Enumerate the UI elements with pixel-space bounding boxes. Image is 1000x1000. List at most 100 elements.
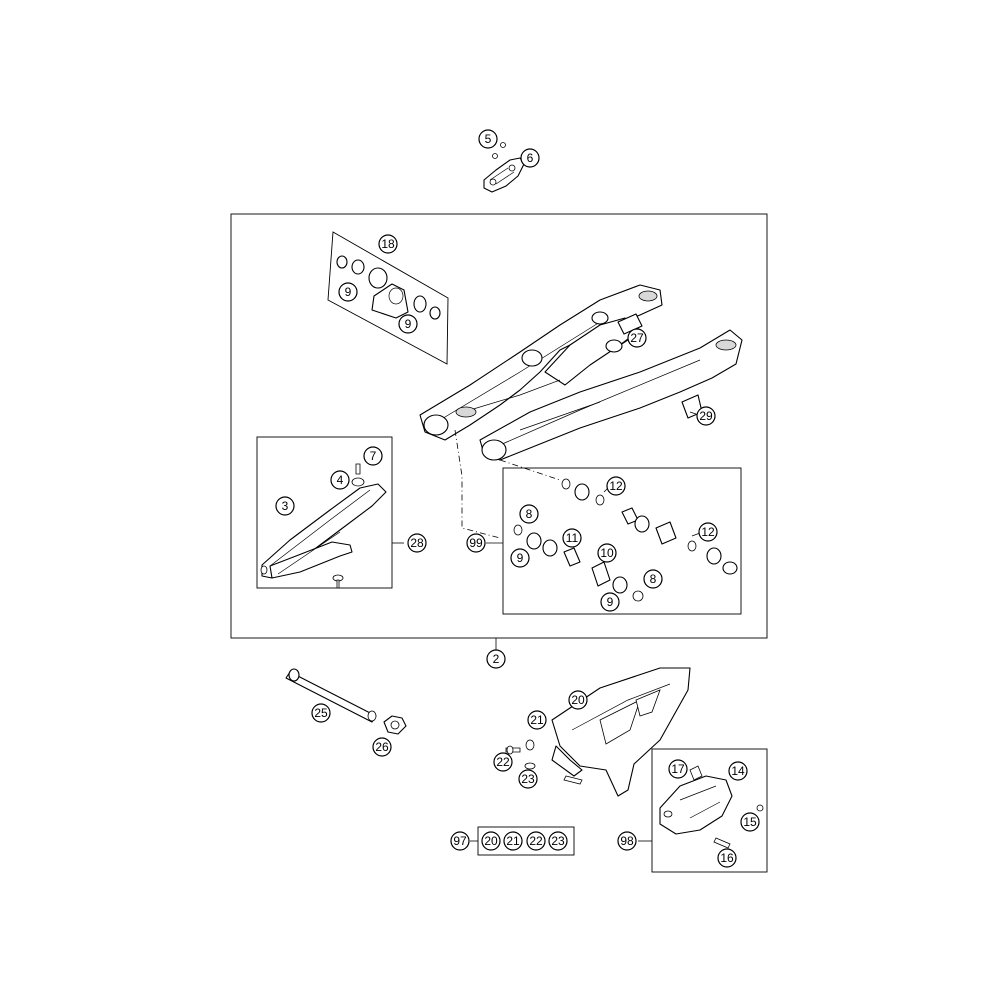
svg-text:9: 9	[405, 317, 412, 331]
part-15	[756, 804, 764, 812]
svg-text:22: 22	[496, 755, 510, 769]
svg-text:22: 22	[529, 834, 543, 848]
svg-text:9: 9	[517, 551, 524, 565]
callout-26: 26	[372, 737, 392, 757]
chain-guide-part-20	[551, 667, 691, 797]
part-27	[605, 339, 623, 353]
callout-20: 20	[568, 690, 588, 710]
callout-7: 7	[363, 446, 383, 466]
bearing-set-upper	[561, 478, 738, 575]
guide-block-part-14	[659, 775, 733, 835]
callout-28: 28	[407, 533, 427, 553]
callout-5: 5	[478, 129, 498, 149]
callout-9c: 9	[510, 548, 530, 568]
svg-text:16: 16	[720, 851, 734, 865]
svg-text:25: 25	[314, 706, 328, 720]
callout-99: 99	[466, 533, 486, 553]
svg-text:26: 26	[375, 740, 389, 754]
callout-12a: 12	[606, 476, 626, 496]
svg-text:27: 27	[630, 331, 644, 345]
callout-17: 17	[668, 759, 688, 779]
bearing-parts-18	[336, 255, 441, 320]
svg-text:2: 2	[493, 652, 500, 666]
callout-3: 3	[275, 496, 295, 516]
svg-text:18: 18	[381, 237, 395, 251]
svg-text:3: 3	[282, 499, 289, 513]
svg-text:8: 8	[650, 572, 657, 586]
svg-text:21: 21	[506, 834, 520, 848]
callout-97: 97	[450, 831, 470, 851]
callout-22: 22	[493, 752, 513, 772]
callout-12b: 12	[698, 522, 718, 542]
chain-slider-box	[256, 436, 393, 589]
svg-text:20: 20	[571, 693, 585, 707]
svg-text:9: 9	[607, 595, 614, 609]
svg-text:7: 7	[370, 449, 377, 463]
callout-2: 2	[486, 649, 506, 669]
bearing-set-box	[502, 467, 742, 615]
swingarm-assembly-frame	[230, 213, 768, 639]
pivot-centerline	[454, 429, 501, 539]
pivot-centerline-2	[499, 459, 561, 481]
svg-text:21: 21	[530, 713, 544, 727]
svg-text:14: 14	[731, 764, 745, 778]
kit-97-item: 23	[548, 831, 568, 851]
callout-8a: 8	[519, 504, 539, 524]
svg-text:29: 29	[699, 409, 713, 423]
bearing-set-lower	[513, 524, 644, 602]
svg-text:20: 20	[484, 834, 498, 848]
chain-guide-hardware	[505, 739, 583, 785]
bearing-detail-box	[327, 231, 449, 365]
callout-18: 18	[378, 234, 398, 254]
svg-text:15: 15	[743, 815, 757, 829]
callout-14: 14	[728, 761, 748, 781]
callout-27: 27	[627, 328, 647, 348]
svg-text:23: 23	[551, 834, 565, 848]
callout-98: 98	[617, 831, 637, 851]
guide-detail-box	[651, 748, 768, 873]
chain-slider-part-3	[260, 483, 387, 579]
callout-25: 25	[311, 703, 331, 723]
callout-29: 29	[696, 406, 716, 426]
svg-text:8: 8	[526, 507, 533, 521]
callout-15: 15	[740, 812, 760, 832]
chain-slider-hardware	[332, 463, 365, 589]
callout-9b: 9	[398, 314, 418, 334]
part-17	[689, 765, 703, 781]
callout-6: 6	[520, 148, 540, 168]
callout-21: 21	[527, 710, 547, 730]
chain-slider-top-part	[483, 142, 525, 193]
svg-text:9: 9	[345, 285, 352, 299]
part-16	[713, 837, 731, 849]
leader-29	[689, 411, 697, 415]
svg-text:97: 97	[453, 834, 467, 848]
kit-97-item: 22	[526, 831, 546, 851]
callout-11: 11	[562, 528, 582, 548]
callout-4: 4	[330, 470, 350, 490]
callout-9a: 9	[338, 282, 358, 302]
svg-text:5: 5	[485, 132, 492, 146]
callout-10: 10	[597, 543, 617, 563]
kit-97-item: 20	[481, 831, 501, 851]
svg-text:99: 99	[469, 536, 483, 550]
kit-97-item: 21	[503, 831, 523, 851]
svg-text:98: 98	[620, 834, 634, 848]
callout-23: 23	[518, 769, 538, 789]
axle-nut-part-26	[383, 715, 407, 735]
svg-text:10: 10	[600, 546, 614, 560]
svg-text:6: 6	[527, 151, 534, 165]
svg-text:17: 17	[671, 762, 685, 776]
svg-text:4: 4	[337, 473, 344, 487]
svg-text:11: 11	[566, 531, 579, 545]
swingarm-axle-part-25	[285, 668, 377, 723]
callout-9d: 9	[600, 592, 620, 612]
svg-text:28: 28	[410, 536, 424, 550]
swingarm-body	[419, 284, 743, 461]
svg-text:12: 12	[701, 525, 715, 539]
svg-text:12: 12	[609, 479, 623, 493]
svg-text:23: 23	[521, 772, 535, 786]
leader-27	[621, 339, 629, 345]
callout-8b: 8	[643, 569, 663, 589]
callout-16: 16	[717, 848, 737, 868]
